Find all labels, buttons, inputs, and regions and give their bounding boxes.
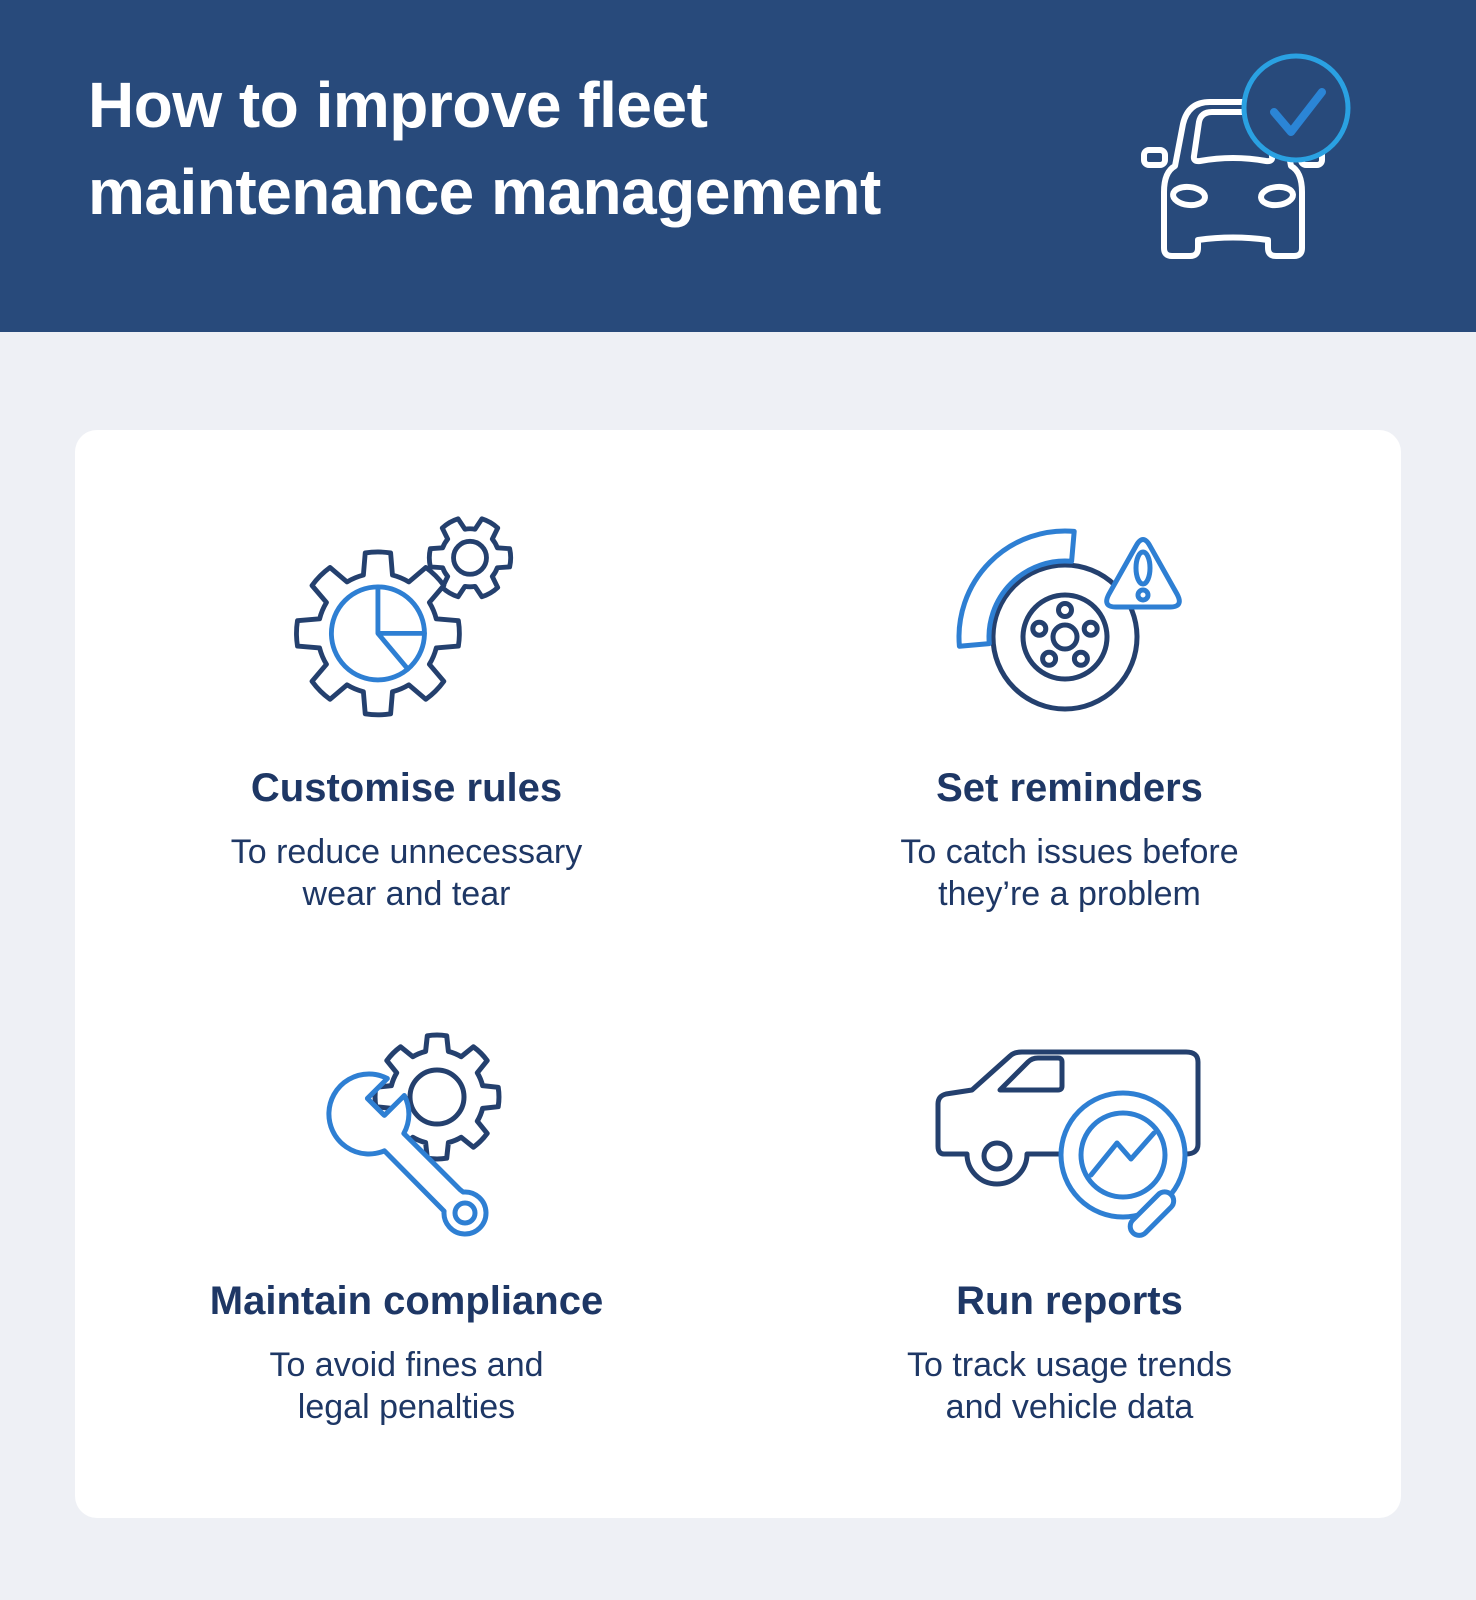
- feature-title: Maintain compliance: [209, 1279, 604, 1323]
- magnifier-lens-inner: [1078, 1110, 1167, 1200]
- page-title-line1: How to improve fleet: [88, 69, 708, 141]
- feature-customise-rules: Customise rules To reduce unnecessary we…: [75, 488, 738, 915]
- exclamation-dot: [1135, 587, 1150, 603]
- magnifier-handle: [1127, 1189, 1176, 1238]
- car-with-check-icon: [1141, 53, 1351, 259]
- feature-title: Customise rules: [250, 766, 563, 810]
- feature-run-reports: Run reports To track usage trends and ve…: [738, 1001, 1401, 1428]
- van-window: [997, 1055, 1064, 1093]
- brake-disc-alert-icon: [956, 528, 1182, 712]
- bolt-hole: [1081, 619, 1100, 638]
- bolt-hole: [1055, 601, 1074, 619]
- feature-title: Run reports: [956, 1279, 1183, 1323]
- feature-title: Set reminders: [936, 766, 1203, 810]
- header-banner: How to improve fleet maintenance managem…: [0, 0, 1476, 332]
- car-headlight-left: [1170, 183, 1208, 209]
- wrench: [325, 1071, 488, 1236]
- feature-grid: Customise rules To reduce unnecessary we…: [75, 488, 1401, 1428]
- content-card: Customise rules To reduce unnecessary we…: [75, 430, 1401, 1518]
- brake-disc-hub: [1020, 592, 1109, 682]
- wrench-ring-hole: [452, 1200, 477, 1225]
- wrench-gear-icon: [325, 1032, 501, 1236]
- page-title: How to improve fleet maintenance managem…: [88, 62, 881, 236]
- feature-description: To reduce unnecessary wear and tear: [230, 833, 583, 913]
- feature-description: To avoid fines and legal penalties: [269, 1346, 544, 1426]
- brake-disc-outer: [990, 562, 1139, 712]
- feature-description: To track usage trends and vehicle data: [906, 1346, 1233, 1426]
- car-mirror-left: [1141, 147, 1168, 168]
- small-gear-hub: [450, 538, 489, 577]
- page-title-line2: maintenance management: [88, 156, 881, 228]
- feature-maintain-compliance: Maintain compliance To avoid fines and l…: [75, 1001, 738, 1428]
- warning-triangle-icon: [1103, 537, 1182, 610]
- car-windshield: [1190, 109, 1276, 165]
- car-headlight-right: [1258, 183, 1296, 209]
- brake-disc-center-hole: [1050, 622, 1079, 652]
- feature-description: To catch issues before they’re a problem: [900, 833, 1239, 913]
- gears-pie-chart-icon: [293, 516, 513, 718]
- feature-icon-box: [925, 488, 1215, 740]
- gear-hub: [407, 1067, 466, 1126]
- brake-caliper: [956, 528, 1077, 649]
- trend-line: [1088, 1130, 1156, 1178]
- van-front-wheel: [981, 1140, 1012, 1172]
- feature-icon-box: [277, 1001, 537, 1253]
- van-outline: [935, 1049, 1200, 1187]
- bolt-hole: [1071, 649, 1090, 668]
- feature-icon-box: [267, 488, 547, 740]
- check-mark-icon: [1270, 88, 1326, 136]
- check-circle: [1241, 53, 1351, 163]
- bolt-hole: [1039, 649, 1058, 668]
- bolt-hole: [1029, 619, 1048, 638]
- feature-icon-box: [910, 1001, 1230, 1253]
- small-gear: [426, 516, 513, 600]
- van-magnifier-chart-icon: [935, 1049, 1200, 1238]
- feature-set-reminders: Set reminders To catch issues before the…: [738, 488, 1401, 915]
- pie-slice-lines: [375, 584, 427, 672]
- exclamation-bar: [1133, 549, 1152, 587]
